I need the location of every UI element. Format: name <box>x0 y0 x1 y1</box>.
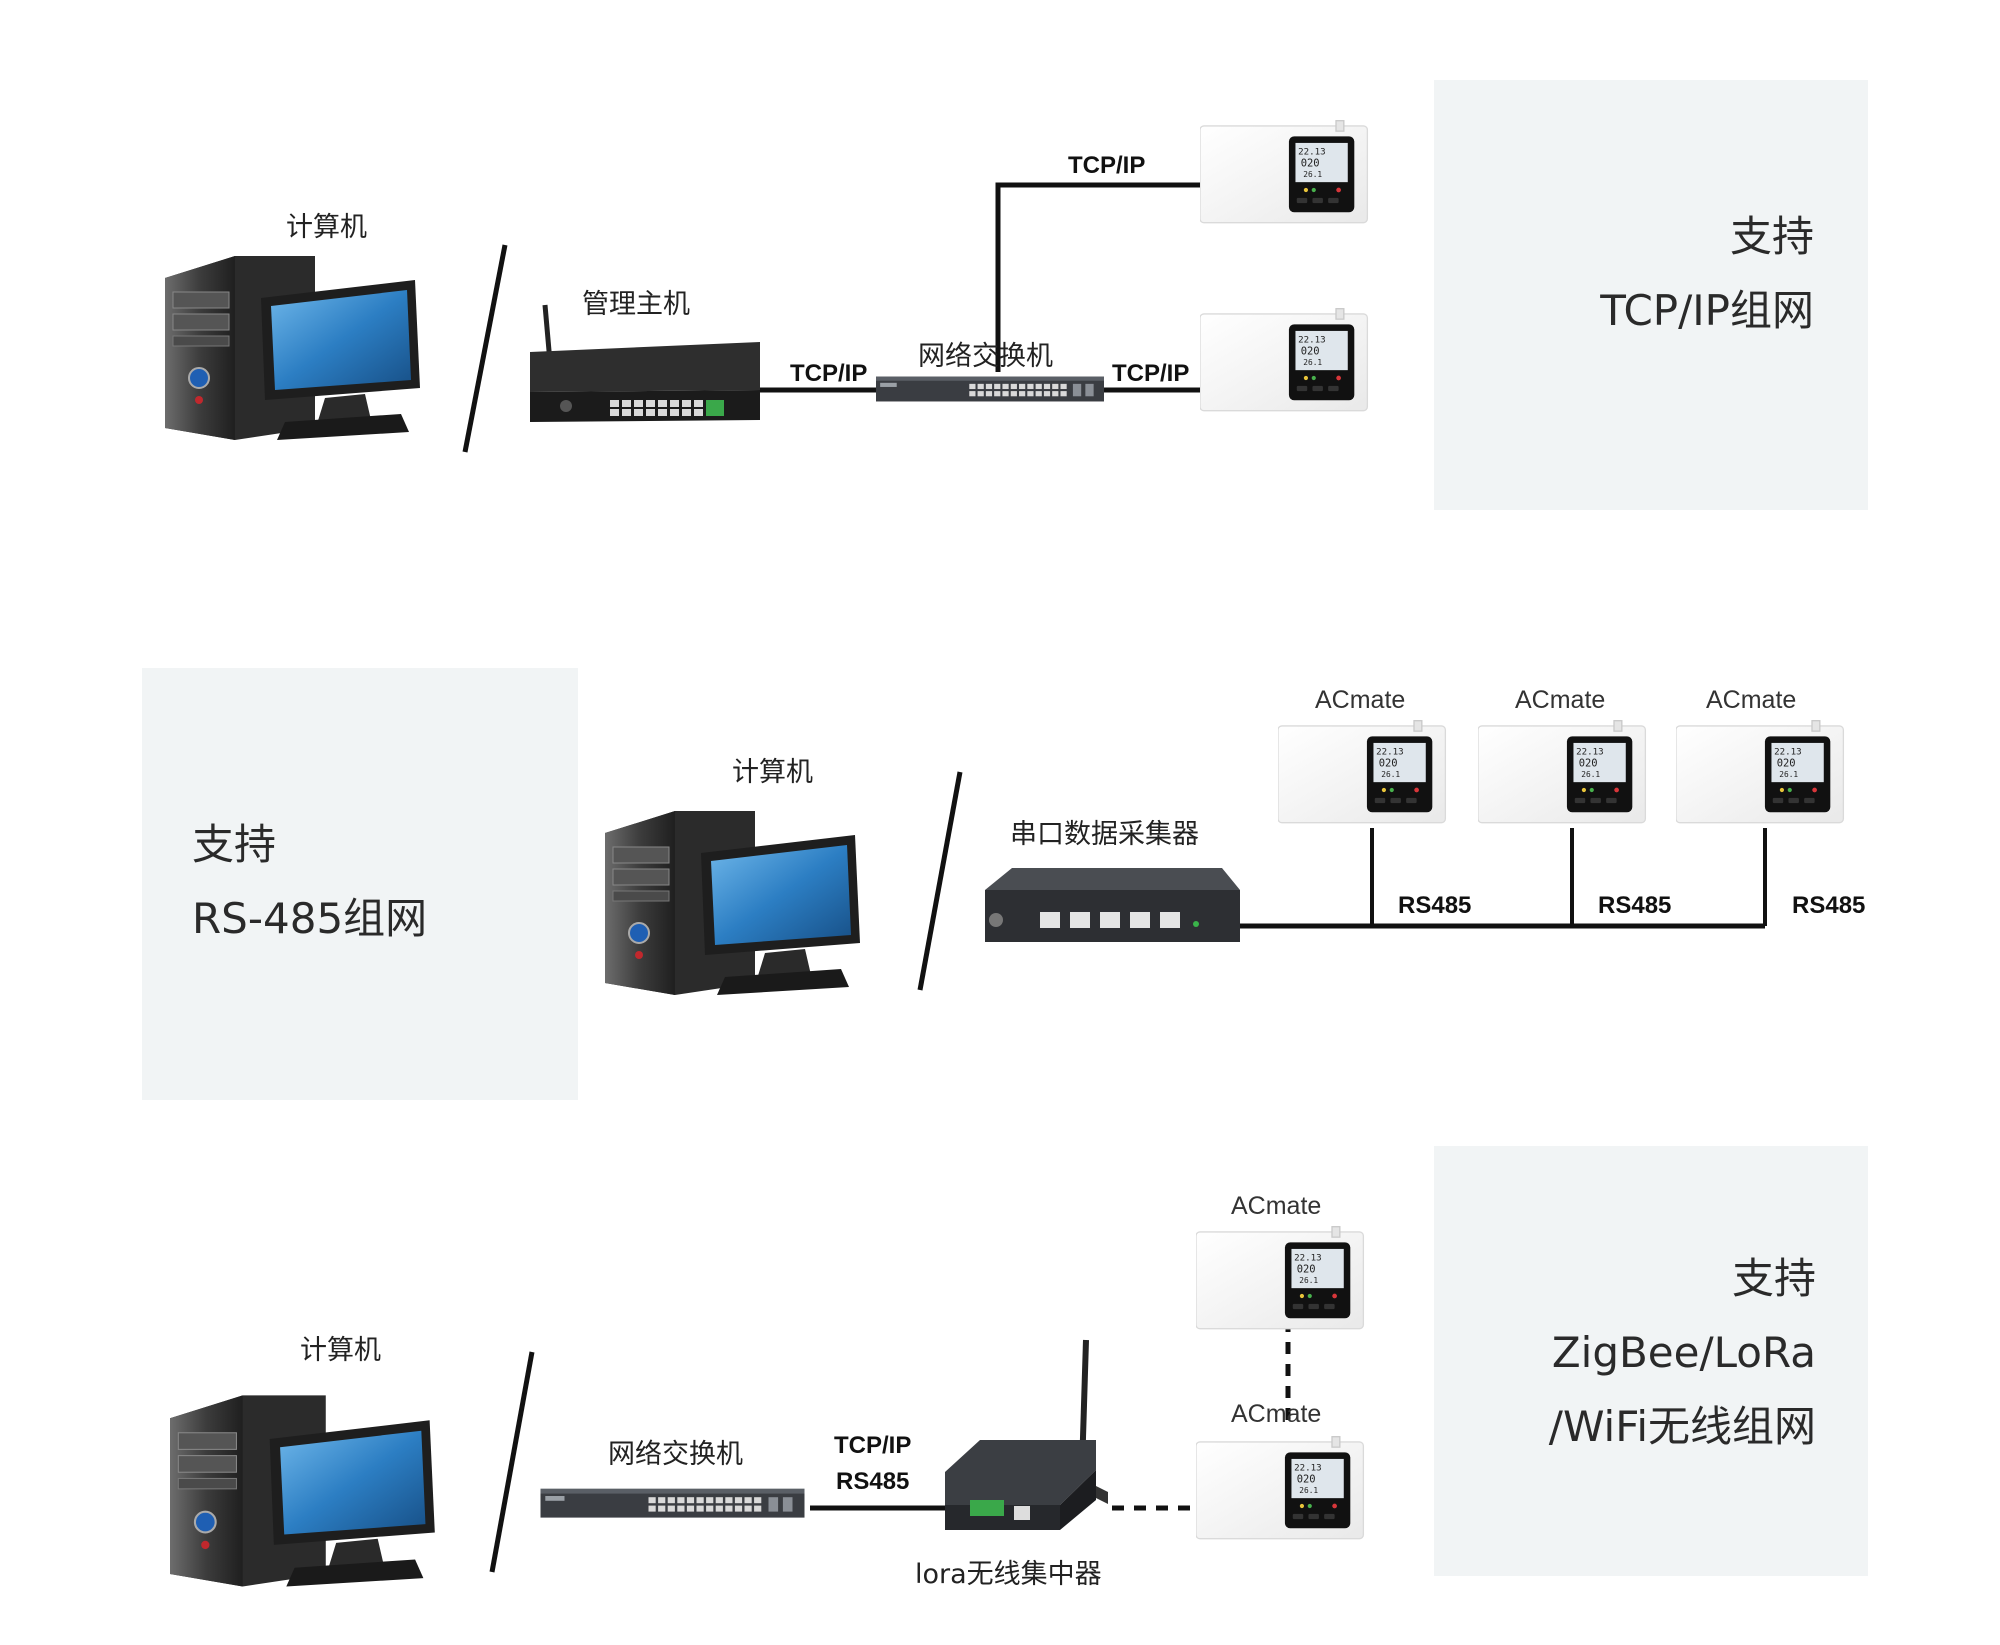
acmate-label: ACmate <box>1706 686 1797 714</box>
network-switch-icon <box>540 1488 805 1518</box>
acmate-label: ACmate <box>1315 686 1406 714</box>
acmate-label: ACmate <box>1231 1192 1322 1220</box>
computer-label: 计算机 <box>300 1335 381 1366</box>
link-label-switch-top: TCP/IP <box>1068 152 1146 179</box>
wireless-panel-line1: 支持 <box>1731 1254 1816 1303</box>
serial-collector-icon <box>985 868 1240 942</box>
switch-label: 网络交换机 <box>918 341 1053 372</box>
link-label-host-switch: TCP/IP <box>790 360 868 387</box>
link-label-tcpip: TCP/IP <box>834 1432 912 1459</box>
divider-line <box>489 1351 535 1573</box>
computer-icon <box>170 1394 436 1588</box>
rs485-panel-text: 支持 RS-485组网 <box>192 808 572 956</box>
tcpip-panel-line2: TCP/IP组网 <box>1600 286 1814 335</box>
link-label-rs485: RS485 <box>836 1468 910 1495</box>
computer-label: 计算机 <box>732 757 813 788</box>
divider-line <box>462 244 508 453</box>
divider-line <box>917 771 963 991</box>
acmate-device-icon <box>1196 1225 1365 1330</box>
tcpip-panel-text: 支持 TCP/IP组网 <box>1434 200 1814 348</box>
rs485-panel-line2: RS-485组网 <box>192 894 428 943</box>
management-host-icon <box>530 304 760 422</box>
wireless-panel-line3: /WiFi无线组网 <box>1548 1402 1816 1451</box>
wireless-panel-line2: ZigBee/LoRa <box>1551 1328 1816 1377</box>
computer-label: 计算机 <box>286 212 367 243</box>
rs485-panel-line1: 支持 <box>192 820 277 869</box>
collector-label: 串口数据采集器 <box>1010 819 1199 850</box>
concentrator-label: lora无线集中器 <box>915 1559 1102 1590</box>
host-label: 管理主机 <box>582 289 690 320</box>
acmate-device-icon <box>1196 1435 1365 1540</box>
lora-concentrator-icon <box>945 1339 1108 1530</box>
rs485-link-label: RS485 <box>1398 892 1472 919</box>
rs485-link-label: RS485 <box>1598 892 1672 919</box>
wireless-panel <box>1434 1146 1868 1576</box>
rs485-panel <box>142 668 578 1100</box>
acmate-label: ACmate <box>1231 1400 1322 1428</box>
acmate-label: ACmate <box>1515 686 1606 714</box>
switch-label: 网络交换机 <box>608 1439 743 1470</box>
tcpip-panel-line1: 支持 <box>1729 212 1814 261</box>
tcpip-panel <box>1434 80 1868 510</box>
rs485-link-label: RS485 <box>1792 892 1866 919</box>
link-label-switch-right: TCP/IP <box>1112 360 1190 387</box>
wireless-panel-text: 支持 ZigBee/LoRa /WiFi无线组网 <box>1434 1242 1816 1464</box>
